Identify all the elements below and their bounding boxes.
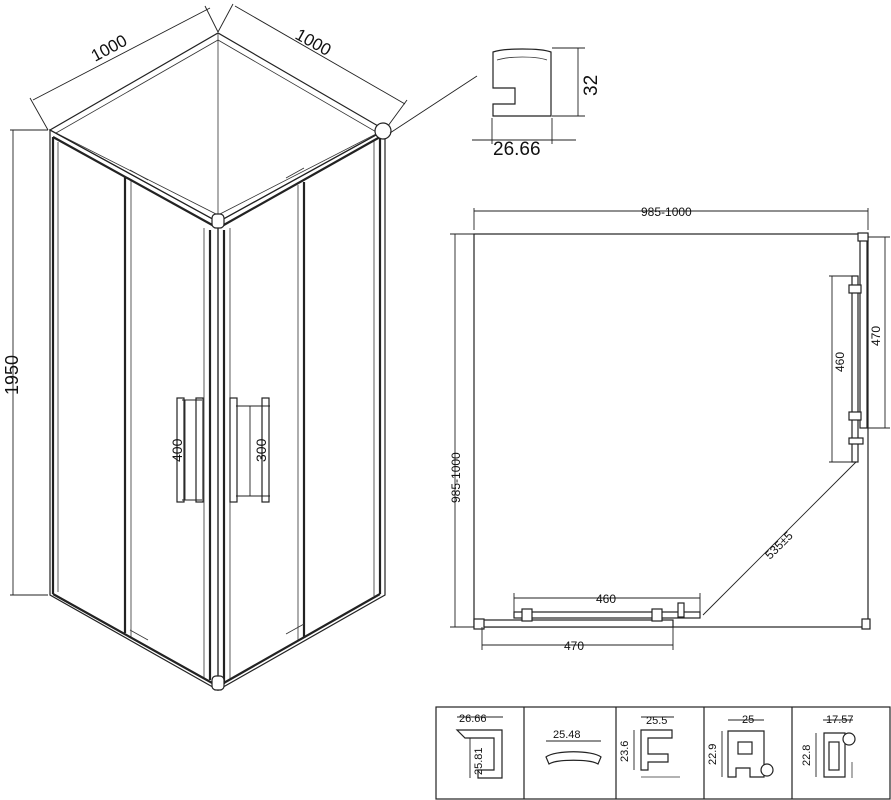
profile-5-height: 22.8 [801,745,813,766]
profile-1: 26.66 25.81 [455,713,503,779]
right-sliding-door [851,275,859,463]
dim-plan-depth: 985-1000 [449,452,463,503]
dim-bottom-door: 460 [596,592,616,606]
profile-4-height: 22.9 [707,744,719,765]
dim-bottom-panel: 470 [564,639,584,653]
diagonal-dimension [702,461,857,616]
dim-profile-height: 32 [581,75,602,96]
right-fixed-panel [859,236,868,429]
corner-post-right [374,122,392,140]
profile-4: 25 22.9 [707,714,774,778]
dim-height: 1950 [2,355,22,395]
plan-outline [473,233,869,628]
profile-strip: 26.66 25.81 25.48 25.5 23.6 25 2 [435,706,891,800]
dim-handle-right: 300 [253,438,269,462]
profile-leader [389,75,478,134]
profile-2: 25.48 [545,729,602,765]
iso-height-dimension: 1950 [2,129,48,596]
profile-5-width: 17.57 [826,714,854,726]
profile-5: 17.57 22.8 [801,714,856,778]
profile-2-width: 25.48 [553,729,581,741]
right-panel [217,128,386,692]
top-profile-detail: 32 26.66 [472,47,602,160]
corner-post-front [211,213,225,229]
dim-handle-left: 400 [169,438,185,462]
dim-profile-width: 26.66 [493,139,541,160]
iso-top-dimensions: 1000 1000 [29,3,408,131]
bottom-sliding-door [513,611,701,619]
dim-right-door: 460 [833,352,847,372]
bottom-fixed-panel [481,619,674,628]
dim-width-right: 1000 [292,25,334,60]
profile-3-height: 23.6 [619,741,631,762]
plan-view: 985-1000 985-1000 460 470 4 [449,205,890,653]
profile-1-width: 26.66 [459,713,487,725]
profile-4-width: 25 [742,714,754,726]
dim-right-panel: 470 [869,326,883,346]
dim-diagonal: 535±5 [762,528,796,562]
top-profile-shape [492,48,552,117]
handle-right: 300 [229,397,270,503]
profile-1-height: 25.81 [473,747,485,775]
isometric-view: 1000 1000 1950 [2,3,478,692]
profile-3-width: 25.5 [646,715,667,727]
profile-3: 25.5 23.6 [619,715,680,778]
handle-left: 400 [169,397,204,503]
dim-plan-width: 985-1000 [641,205,692,219]
